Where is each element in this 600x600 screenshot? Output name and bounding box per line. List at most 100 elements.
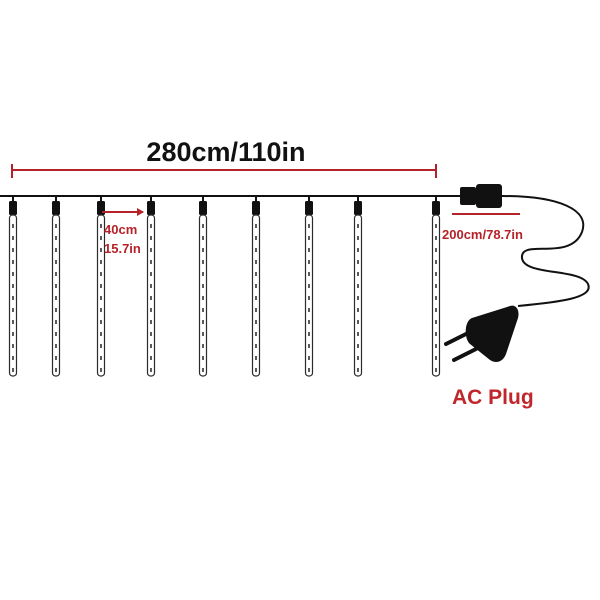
- plug-body: [465, 305, 519, 362]
- tube-led: [357, 284, 359, 288]
- tube-cap: [252, 201, 260, 215]
- tube-led: [435, 356, 437, 360]
- tube-led: [255, 332, 257, 336]
- meteor-tube: [304, 196, 314, 377]
- total-length-dimension: 280cm/110in: [11, 137, 437, 178]
- tube-led: [435, 344, 437, 348]
- tube-body: [146, 214, 156, 377]
- tube-led: [308, 248, 310, 252]
- tube-led: [357, 260, 359, 264]
- tube-led: [255, 236, 257, 240]
- tube-led: [202, 320, 204, 324]
- tube-led: [202, 236, 204, 240]
- tube-led: [435, 284, 437, 288]
- tube-led: [357, 308, 359, 312]
- tube-led: [255, 344, 257, 348]
- tube-led: [255, 224, 257, 228]
- tube-led: [435, 236, 437, 240]
- tube-led: [12, 320, 14, 324]
- tube-led: [12, 224, 14, 228]
- tube-led: [150, 332, 152, 336]
- tube-led: [55, 296, 57, 300]
- ac-plug: AC Plug: [444, 305, 534, 409]
- tube-body: [198, 214, 208, 377]
- total-length-label: 280cm/110in: [146, 137, 305, 167]
- tube-led: [357, 368, 359, 372]
- meteor-tube: [51, 196, 61, 377]
- tube-led: [150, 260, 152, 264]
- connector-body-left: [460, 187, 476, 205]
- tube-led: [202, 224, 204, 228]
- tube-led: [12, 260, 14, 264]
- tube-led: [12, 308, 14, 312]
- tube-led: [202, 248, 204, 252]
- tube-led: [357, 296, 359, 300]
- tube-led: [12, 284, 14, 288]
- tube-led: [55, 224, 57, 228]
- tube-led: [55, 308, 57, 312]
- tube-led: [308, 320, 310, 324]
- tube-body: [251, 214, 261, 377]
- cable-length-dimension: 200cm/78.7in: [442, 213, 523, 242]
- tube-led: [255, 368, 257, 372]
- tube-led: [100, 224, 102, 228]
- tube-led: [55, 320, 57, 324]
- tube-led: [308, 224, 310, 228]
- tube-led: [435, 224, 437, 228]
- tube-led: [357, 344, 359, 348]
- tube-led: [150, 248, 152, 252]
- tube-led: [255, 296, 257, 300]
- tube-led: [150, 320, 152, 324]
- tube-body: [51, 214, 61, 377]
- plug-pin-bottom: [452, 347, 478, 362]
- tube-led: [100, 356, 102, 360]
- tube-led: [150, 356, 152, 360]
- tube-led: [308, 296, 310, 300]
- tube-led: [308, 344, 310, 348]
- tube-body: [96, 214, 106, 377]
- connector: [460, 184, 502, 208]
- tube-led: [55, 344, 57, 348]
- meteor-tube: [198, 196, 208, 377]
- tube-led: [100, 308, 102, 312]
- tube-led: [100, 344, 102, 348]
- tube-led: [255, 272, 257, 276]
- tube-led: [12, 236, 14, 240]
- connector-body-right: [476, 184, 502, 208]
- tube-cap: [52, 201, 60, 215]
- tube-led: [150, 344, 152, 348]
- tube-led: [202, 308, 204, 312]
- meteor-tube: [146, 196, 156, 377]
- tube-led: [357, 224, 359, 228]
- tube-led: [435, 308, 437, 312]
- tube-led: [12, 296, 14, 300]
- meteor-tube: [251, 196, 261, 377]
- tube-led: [202, 332, 204, 336]
- tube-led: [202, 284, 204, 288]
- tube-led: [357, 332, 359, 336]
- spacing-in-label: 15.7in: [104, 241, 141, 256]
- tube-led: [100, 272, 102, 276]
- tube-led: [357, 356, 359, 360]
- spacing-dimension: 40cm 15.7in: [102, 208, 144, 256]
- tube-led: [308, 260, 310, 264]
- tube-led: [150, 284, 152, 288]
- tube-led: [308, 308, 310, 312]
- tube-cap: [147, 201, 155, 215]
- tube-led: [55, 356, 57, 360]
- tube-led: [255, 284, 257, 288]
- tube-body: [304, 214, 314, 377]
- tube-led: [150, 368, 152, 372]
- tube-cap: [199, 201, 207, 215]
- tube-led: [435, 296, 437, 300]
- tube-led: [308, 284, 310, 288]
- tube-led: [255, 248, 257, 252]
- tube-led: [255, 260, 257, 264]
- tube-led: [55, 332, 57, 336]
- tube-led: [12, 332, 14, 336]
- tube-led: [150, 296, 152, 300]
- tube-led: [55, 248, 57, 252]
- tube-led: [202, 272, 204, 276]
